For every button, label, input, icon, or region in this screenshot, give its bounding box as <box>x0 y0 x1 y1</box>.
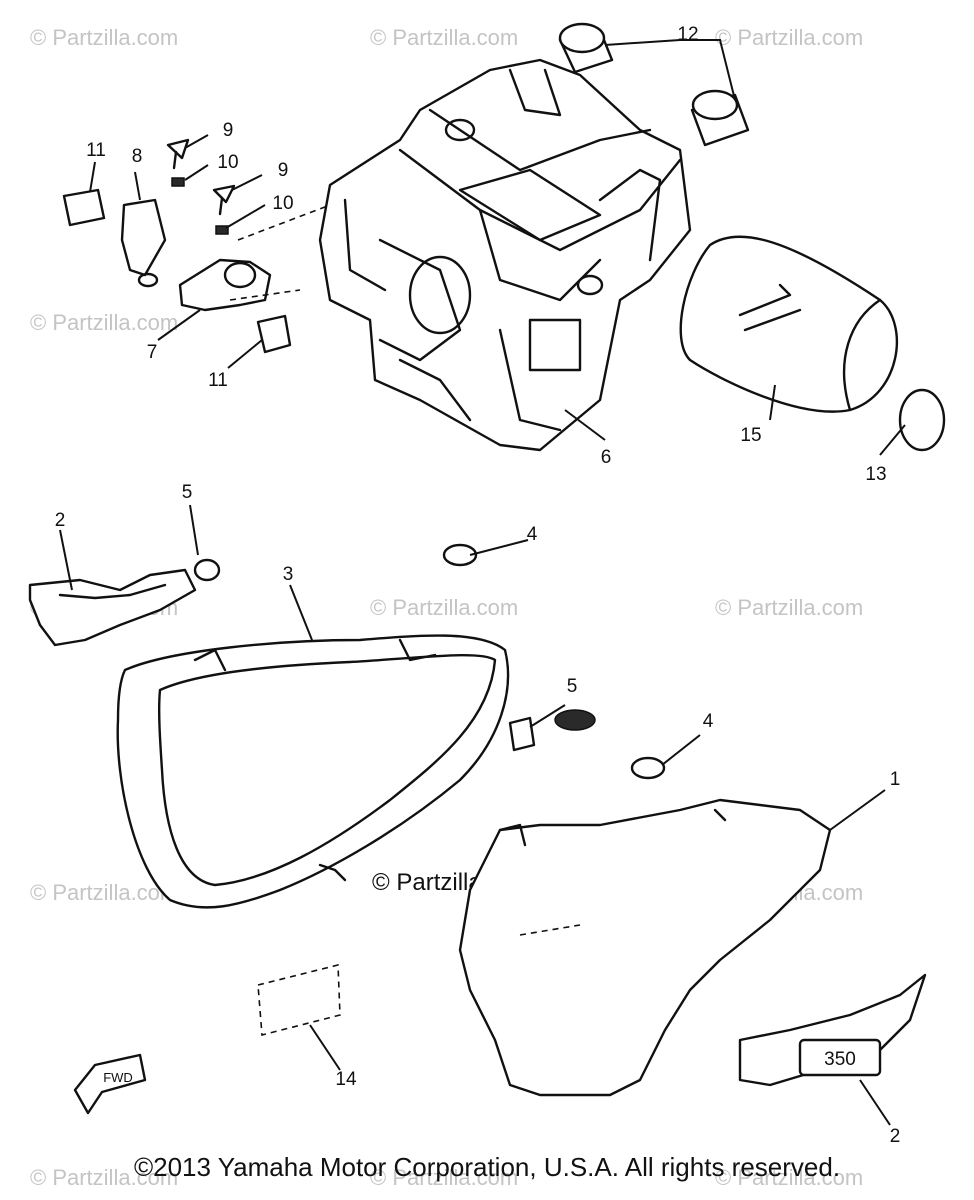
screw-part-9-bottom <box>212 184 236 204</box>
emblem-350: 350 <box>738 973 927 1087</box>
callout-11-upper: 11 <box>86 140 106 161</box>
watermark: © Partzilla.com <box>30 25 178 50</box>
bracket-part-7 <box>178 258 272 312</box>
callout-7: 7 <box>147 342 158 363</box>
watermark: © Partzilla.com <box>30 880 178 905</box>
side-cover-right <box>458 798 832 1097</box>
callout-5-upper: 5 <box>182 482 193 503</box>
callout-15: 15 <box>740 425 761 446</box>
air-filter-element <box>679 235 899 413</box>
leader-lines <box>59 39 906 1126</box>
label-part-14 <box>257 963 341 1037</box>
cap-part-11 <box>62 188 106 227</box>
side-cover-left <box>116 634 510 909</box>
watermark: © Partzilla.com <box>370 25 518 50</box>
callout-12: 12 <box>677 24 698 45</box>
grommet-part-5-upper <box>193 558 221 582</box>
cap-part-11-lower <box>256 314 292 354</box>
callout-2-lower: 2 <box>890 1126 901 1147</box>
fwd-label: FWD <box>103 1070 133 1085</box>
grommet-part-5-middle <box>508 709 596 752</box>
watermark: © Partzilla.com <box>715 1165 863 1190</box>
watermark: © Partzilla.com <box>370 1165 518 1190</box>
watermark: © Partzilla.com <box>370 595 518 620</box>
callout-2-upper: 2 <box>55 510 66 531</box>
callout-5-middle: 5 <box>567 676 578 697</box>
damper-part-4-lower <box>630 756 666 780</box>
callout-numbers: 12 9 10 9 10 11 8 7 11 6 15 13 2 5 3 4 5… <box>55 24 901 1147</box>
callout-10-lower: 10 <box>272 193 293 214</box>
o-ring <box>898 388 946 452</box>
watermark: © Partzilla.com <box>715 25 863 50</box>
grommet-pair <box>558 22 750 147</box>
callout-11-lower: 11 <box>208 370 228 391</box>
screw-part-9-top <box>166 138 190 160</box>
fwd-arrow-icon: FWD <box>73 1053 147 1115</box>
watermark: © Partzilla.com <box>30 310 178 335</box>
emblem-350-text: 350 <box>824 1049 856 1070</box>
air-filter-case <box>318 58 692 452</box>
callout-14: 14 <box>335 1069 357 1090</box>
small-fittings-group <box>62 138 331 354</box>
damper-part-4-upper <box>442 543 478 567</box>
callout-13: 13 <box>865 464 886 485</box>
callout-10-upper: 10 <box>217 152 238 173</box>
valve-part-8 <box>120 198 167 277</box>
copyright-notice: ©2013 Yamaha Motor Corporation, U.S.A. A… <box>133 1152 841 1182</box>
callout-1: 1 <box>890 769 901 790</box>
callout-9-lower: 9 <box>278 160 289 181</box>
callout-4-lower: 4 <box>703 711 714 732</box>
callout-9-upper: 9 <box>223 120 234 141</box>
callout-8: 8 <box>132 146 143 167</box>
watermark: © Partzilla.com <box>30 1165 178 1190</box>
watermark: © Partzilla.com <box>715 595 863 620</box>
callout-4-upper: 4 <box>527 524 538 545</box>
callout-3: 3 <box>283 564 294 585</box>
callout-6: 6 <box>601 447 612 468</box>
